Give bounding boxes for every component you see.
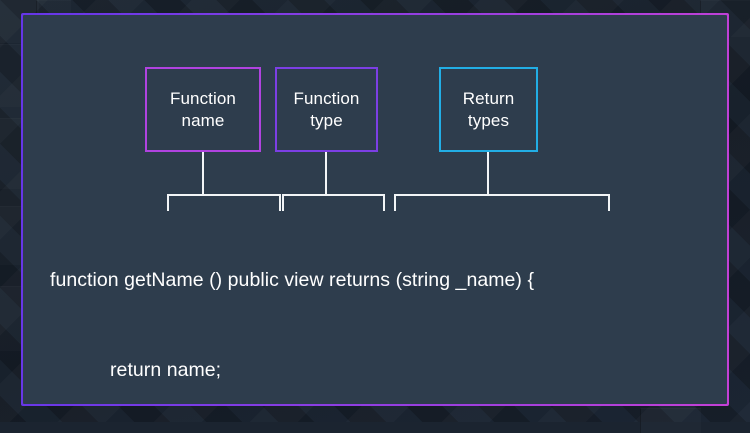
connector-tick-left-return-types <box>394 194 396 211</box>
code-line-1: function getName () public view returns … <box>50 269 535 291</box>
connector-stem-function-type <box>325 152 327 195</box>
connector-tick-left-function-name <box>167 194 169 211</box>
code-block: function getName () public view returns … <box>50 205 690 404</box>
code-line-2: return name; <box>110 359 222 381</box>
content-frame-interior: Function name Function type Return types <box>23 15 727 404</box>
connector-bracket-return-types <box>394 194 610 196</box>
connector-tick-right-return-types <box>608 194 610 211</box>
content-frame: Function name Function type Return types <box>21 13 729 406</box>
label-box-function-name-line2: name <box>181 110 225 130</box>
connector-tick-right-function-type <box>383 194 385 211</box>
connector-stem-return-types <box>487 152 489 195</box>
label-box-function-name-line1: Function <box>169 88 236 108</box>
label-box-return-types[interactable]: Return types <box>439 67 538 152</box>
label-box-return-types-line2: types <box>467 110 510 130</box>
connector-bracket-function-type <box>282 194 385 196</box>
label-box-function-type-line1: Function <box>293 88 360 108</box>
connector-bracket-function-name <box>167 194 281 196</box>
label-box-return-types-line1: Return <box>462 88 515 108</box>
label-box-function-type-line2: type <box>310 110 343 130</box>
connector-stem-function-name <box>202 152 204 195</box>
label-box-function-name[interactable]: Function name <box>145 67 261 152</box>
label-box-function-type[interactable]: Function type <box>275 67 378 152</box>
background-cube-decoration <box>640 408 701 433</box>
connector-tick-left-function-type <box>282 194 284 211</box>
connector-tick-right-function-name <box>279 194 281 211</box>
